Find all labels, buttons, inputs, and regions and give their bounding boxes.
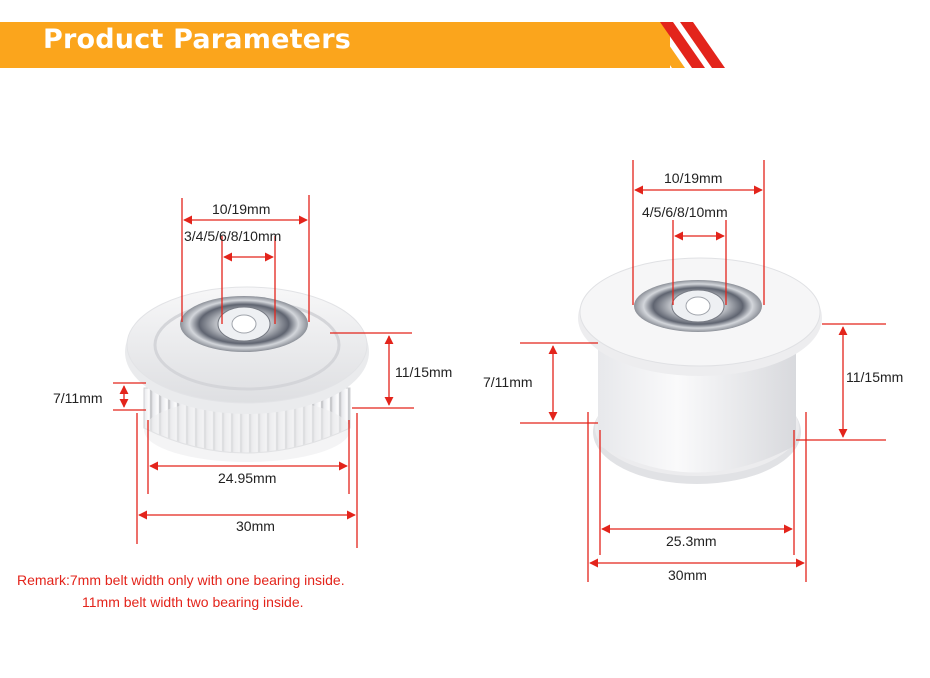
right-inner-bore-label: 4/5/6/8/10mm (642, 204, 728, 220)
left-dimension-lines (113, 195, 414, 548)
left-belt-width-label: 7/11mm (53, 390, 103, 406)
right-flange-height-label: 11/15mm (846, 369, 904, 385)
remark-line-2: 11mm belt width two bearing inside. (82, 594, 304, 610)
header-stripes-decoration (640, 22, 725, 68)
right-outer-bore-label: 10/19mm (664, 170, 723, 186)
right-body-diameter-label: 25.3mm (666, 533, 717, 549)
right-dimension-lines (520, 160, 886, 582)
remark-line-1: Remark:7mm belt width only with one bear… (17, 572, 345, 588)
left-outer-bore-label: 10/19mm (212, 201, 271, 217)
right-outer-diameter-label: 30mm (668, 567, 707, 583)
left-tooth-diameter-label: 24.95mm (218, 470, 277, 486)
left-pulley-illustration (125, 286, 369, 462)
right-pulley-illustration (578, 257, 822, 484)
left-flange-height-label: 11/15mm (395, 364, 453, 380)
right-belt-width-label: 7/11mm (483, 374, 533, 390)
left-inner-bore-label: 3/4/5/6/8/10mm (184, 228, 282, 244)
page-title: Product Parameters (43, 24, 351, 55)
header-banner (0, 22, 670, 68)
left-outer-diameter-label: 30mm (236, 518, 275, 534)
